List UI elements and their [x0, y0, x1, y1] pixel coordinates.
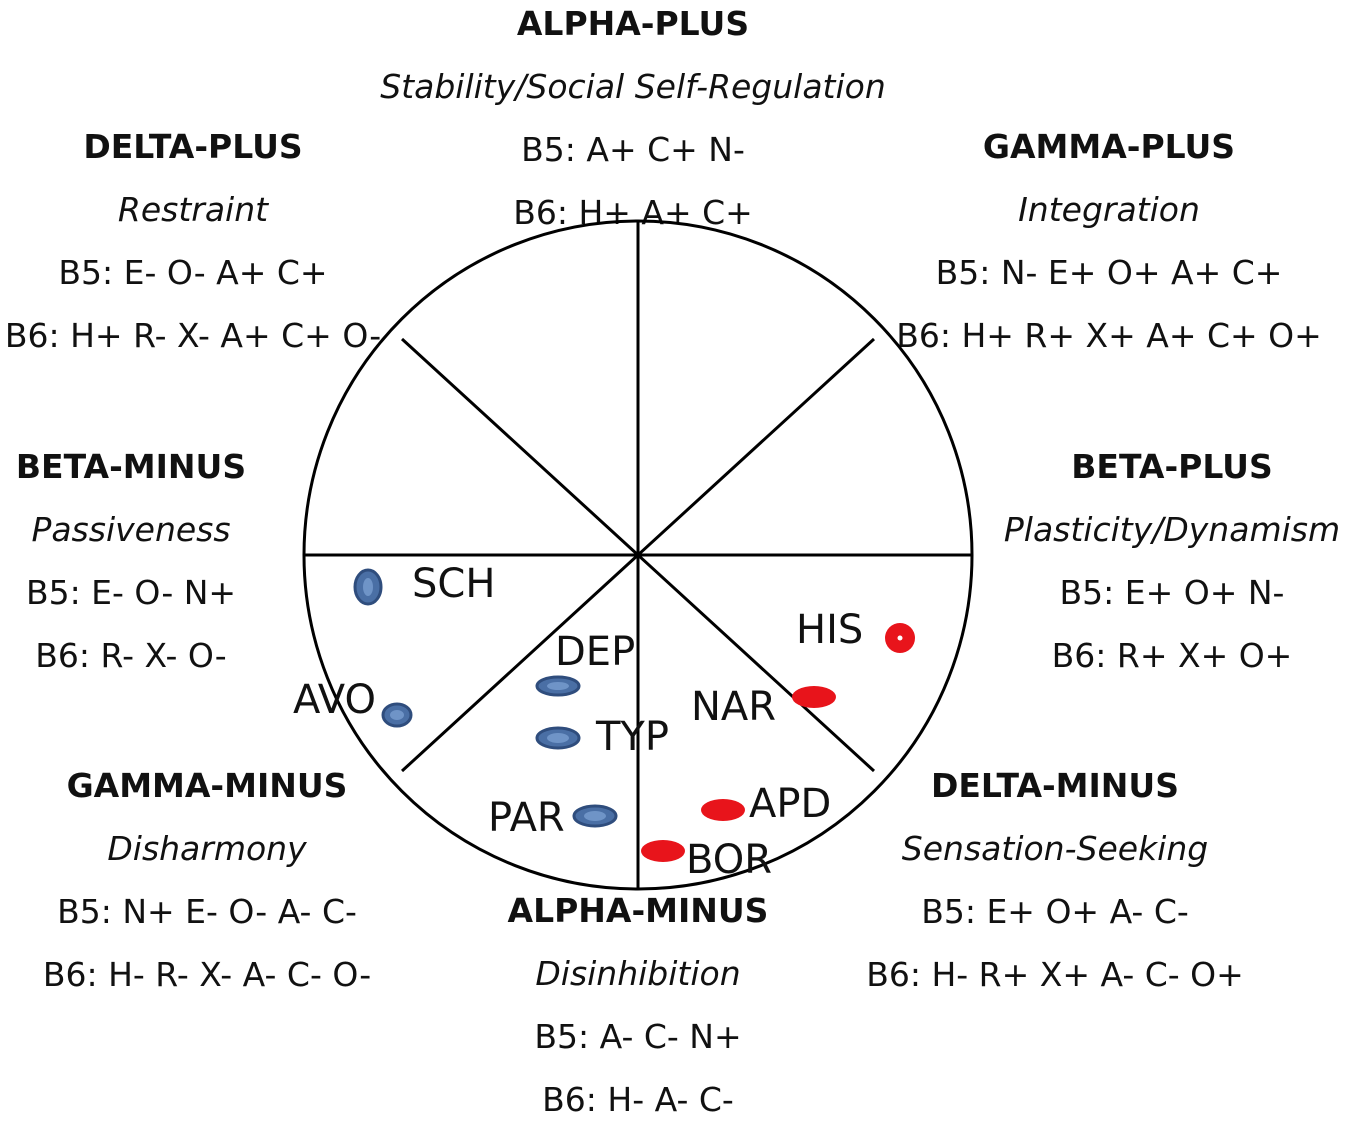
point-his: HIS — [796, 607, 915, 653]
sector-b6: B6: H- R- X- A- C- O- — [42, 955, 372, 994]
point-marker-dep-highlight — [547, 682, 569, 690]
sector-b6: B6: H+ A+ C+ — [513, 193, 753, 232]
sector-label-alpha-minus: ALPHA-MINUS Disinhibition B5: A- C- N+ B… — [508, 879, 769, 1131]
sector-b6: B6: H+ R- X- A+ C+ O- — [4, 316, 382, 355]
sector-description: Stability/Social Self-Regulation — [380, 67, 886, 106]
sector-b5: B5: E+ O+ N- — [1059, 573, 1285, 612]
sector-b5: B5: N- E+ O+ A+ C+ — [935, 253, 1283, 292]
sector-name: GAMMA-MINUS — [66, 766, 348, 805]
point-sch: SCH — [353, 561, 495, 607]
sector-label-delta-plus: DELTA-PLUS Restraint B5: E- O- A+ C+ B6:… — [5, 115, 381, 367]
point-marker-par-highlight — [584, 811, 606, 821]
sector-b5: B5: N+ E- O- A- C- — [57, 892, 357, 931]
sector-description: Plasticity/Dynamism — [1003, 510, 1341, 549]
point-label-typ: TYP — [595, 714, 669, 760]
point-label-avo: AVO — [293, 677, 376, 723]
point-marker-typ-highlight — [547, 733, 569, 743]
point-typ: TYP — [535, 714, 669, 760]
sector-label-gamma-minus: GAMMA-MINUS Disharmony B5: N+ E- O- A- C… — [43, 754, 371, 1006]
point-avo: AVO — [293, 677, 413, 728]
sector-name: GAMMA-PLUS — [982, 127, 1236, 166]
sector-description: Disinhibition — [535, 954, 741, 993]
sector-b5: B5: E+ O+ A- C- — [921, 892, 1189, 931]
point-par: PAR — [488, 795, 618, 841]
point-label-apd: APD — [749, 781, 831, 827]
sector-description: Disharmony — [107, 829, 307, 868]
point-marker-his-center — [897, 635, 903, 641]
sector-description: Sensation-Seeking — [901, 829, 1209, 868]
point-label-nar: NAR — [691, 684, 776, 730]
sector-b5: B5: A+ C+ N- — [521, 130, 745, 169]
point-bor: BOR — [641, 837, 772, 883]
sector-name: ALPHA-PLUS — [516, 4, 750, 43]
sector-description: Integration — [1018, 190, 1200, 229]
sector-description: Restraint — [117, 190, 269, 229]
sector-label-gamma-plus: GAMMA-PLUS Integration B5: N- E+ O+ A+ C… — [896, 115, 1322, 367]
sector-b6: B6: H- R+ X+ A- C- O+ — [866, 955, 1244, 994]
point-marker-sch-highlight — [363, 578, 373, 596]
sector-description: Passiveness — [31, 510, 231, 549]
sector-b6: B6: H+ R+ X+ A+ C+ O+ — [896, 316, 1322, 355]
point-marker-avo-highlight — [390, 710, 404, 720]
sector-label-alpha-plus: ALPHA-PLUS Stability/Social Self-Regulat… — [380, 0, 886, 244]
point-label-bor: BOR — [686, 837, 772, 883]
point-marker-apd — [701, 799, 745, 821]
point-label-his: HIS — [796, 607, 863, 653]
sector-label-beta-minus: BETA-MINUS Passiveness B5: E- O- N+ B6: … — [16, 435, 246, 687]
sector-name: DELTA-PLUS — [83, 127, 303, 166]
point-label-par: PAR — [488, 795, 565, 841]
divider-diagonal-2 — [400, 337, 876, 773]
sector-b6: B6: R+ X+ O+ — [1051, 636, 1293, 675]
point-label-sch: SCH — [412, 561, 495, 607]
sector-b5: B5: E- O- N+ — [25, 573, 237, 612]
point-label-dep: DEP — [555, 629, 635, 675]
sector-name: BETA-PLUS — [1071, 447, 1273, 486]
sector-name: DELTA-MINUS — [931, 766, 1179, 805]
point-marker-bor — [641, 840, 685, 862]
point-marker-nar — [792, 686, 836, 708]
sector-label-delta-minus: DELTA-MINUS Sensation-Seeking B5: E+ O+ … — [866, 754, 1244, 1006]
point-dep: DEP — [535, 629, 635, 697]
sector-b6: B6: R- X- O- — [35, 636, 227, 675]
sector-b6: B6: H- A- C- — [542, 1080, 734, 1119]
sector-b5: B5: A- C- N+ — [534, 1017, 742, 1056]
point-nar: NAR — [691, 684, 836, 730]
sector-name: BETA-MINUS — [15, 447, 247, 486]
sector-name: ALPHA-MINUS — [507, 891, 769, 930]
point-apd: APD — [701, 781, 831, 827]
sector-label-beta-plus: BETA-PLUS Plasticity/Dynamism B5: E+ O+ … — [1004, 435, 1340, 687]
sector-b5: B5: E- O- A+ C+ — [58, 253, 328, 292]
